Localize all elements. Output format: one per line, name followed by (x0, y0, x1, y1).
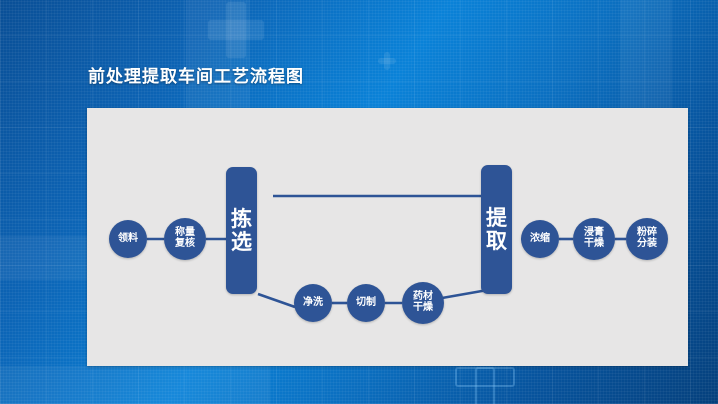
node-label: 提取 (486, 206, 507, 253)
node-label: 净洗 (303, 296, 323, 308)
process-node-jingxi[interactable]: 净洗 (294, 284, 332, 322)
medical-cross-icon (378, 52, 396, 70)
process-node-chengliangfuhe[interactable]: 称量 复核 (164, 218, 206, 260)
node-label: 浓缩 (530, 232, 550, 244)
process-node-lingliao[interactable]: 领料 (109, 220, 147, 258)
bg-light-block (0, 366, 270, 404)
process-node-yaocaiganzao[interactable]: 药材 干燥 (402, 282, 444, 324)
page-title: 前处理提取车间工艺流程图 (88, 67, 304, 87)
medical-cross-icon (455, 367, 515, 404)
process-node-qiezhi[interactable]: 切制 (347, 284, 385, 322)
node-label: 药材 干燥 (413, 291, 433, 313)
process-node-jianxuan[interactable]: 拣选 (226, 167, 257, 294)
node-label: 称量 复核 (175, 227, 195, 249)
medical-cross-icon (208, 2, 264, 58)
node-label: 浸膏 干燥 (584, 227, 604, 249)
process-flow-diagram: 领料 称量 复核 拣选 净洗 切制 药材 干燥 提取 浓缩 (87, 108, 688, 366)
node-label: 拣选 (231, 207, 252, 254)
process-node-nongsuo[interactable]: 浓缩 (521, 220, 559, 258)
process-node-fensuifenzhuang[interactable]: 粉碎 分装 (626, 218, 668, 260)
content-panel: 领料 称量 复核 拣选 净洗 切制 药材 干燥 提取 浓缩 (87, 108, 688, 366)
bg-light-block (0, 236, 92, 280)
node-label: 领料 (118, 232, 138, 244)
node-label: 切制 (356, 296, 376, 308)
process-node-jingaoganzao[interactable]: 浸膏 干燥 (573, 218, 615, 260)
node-label: 粉碎 分装 (637, 227, 657, 249)
process-node-tiqu[interactable]: 提取 (481, 165, 512, 294)
